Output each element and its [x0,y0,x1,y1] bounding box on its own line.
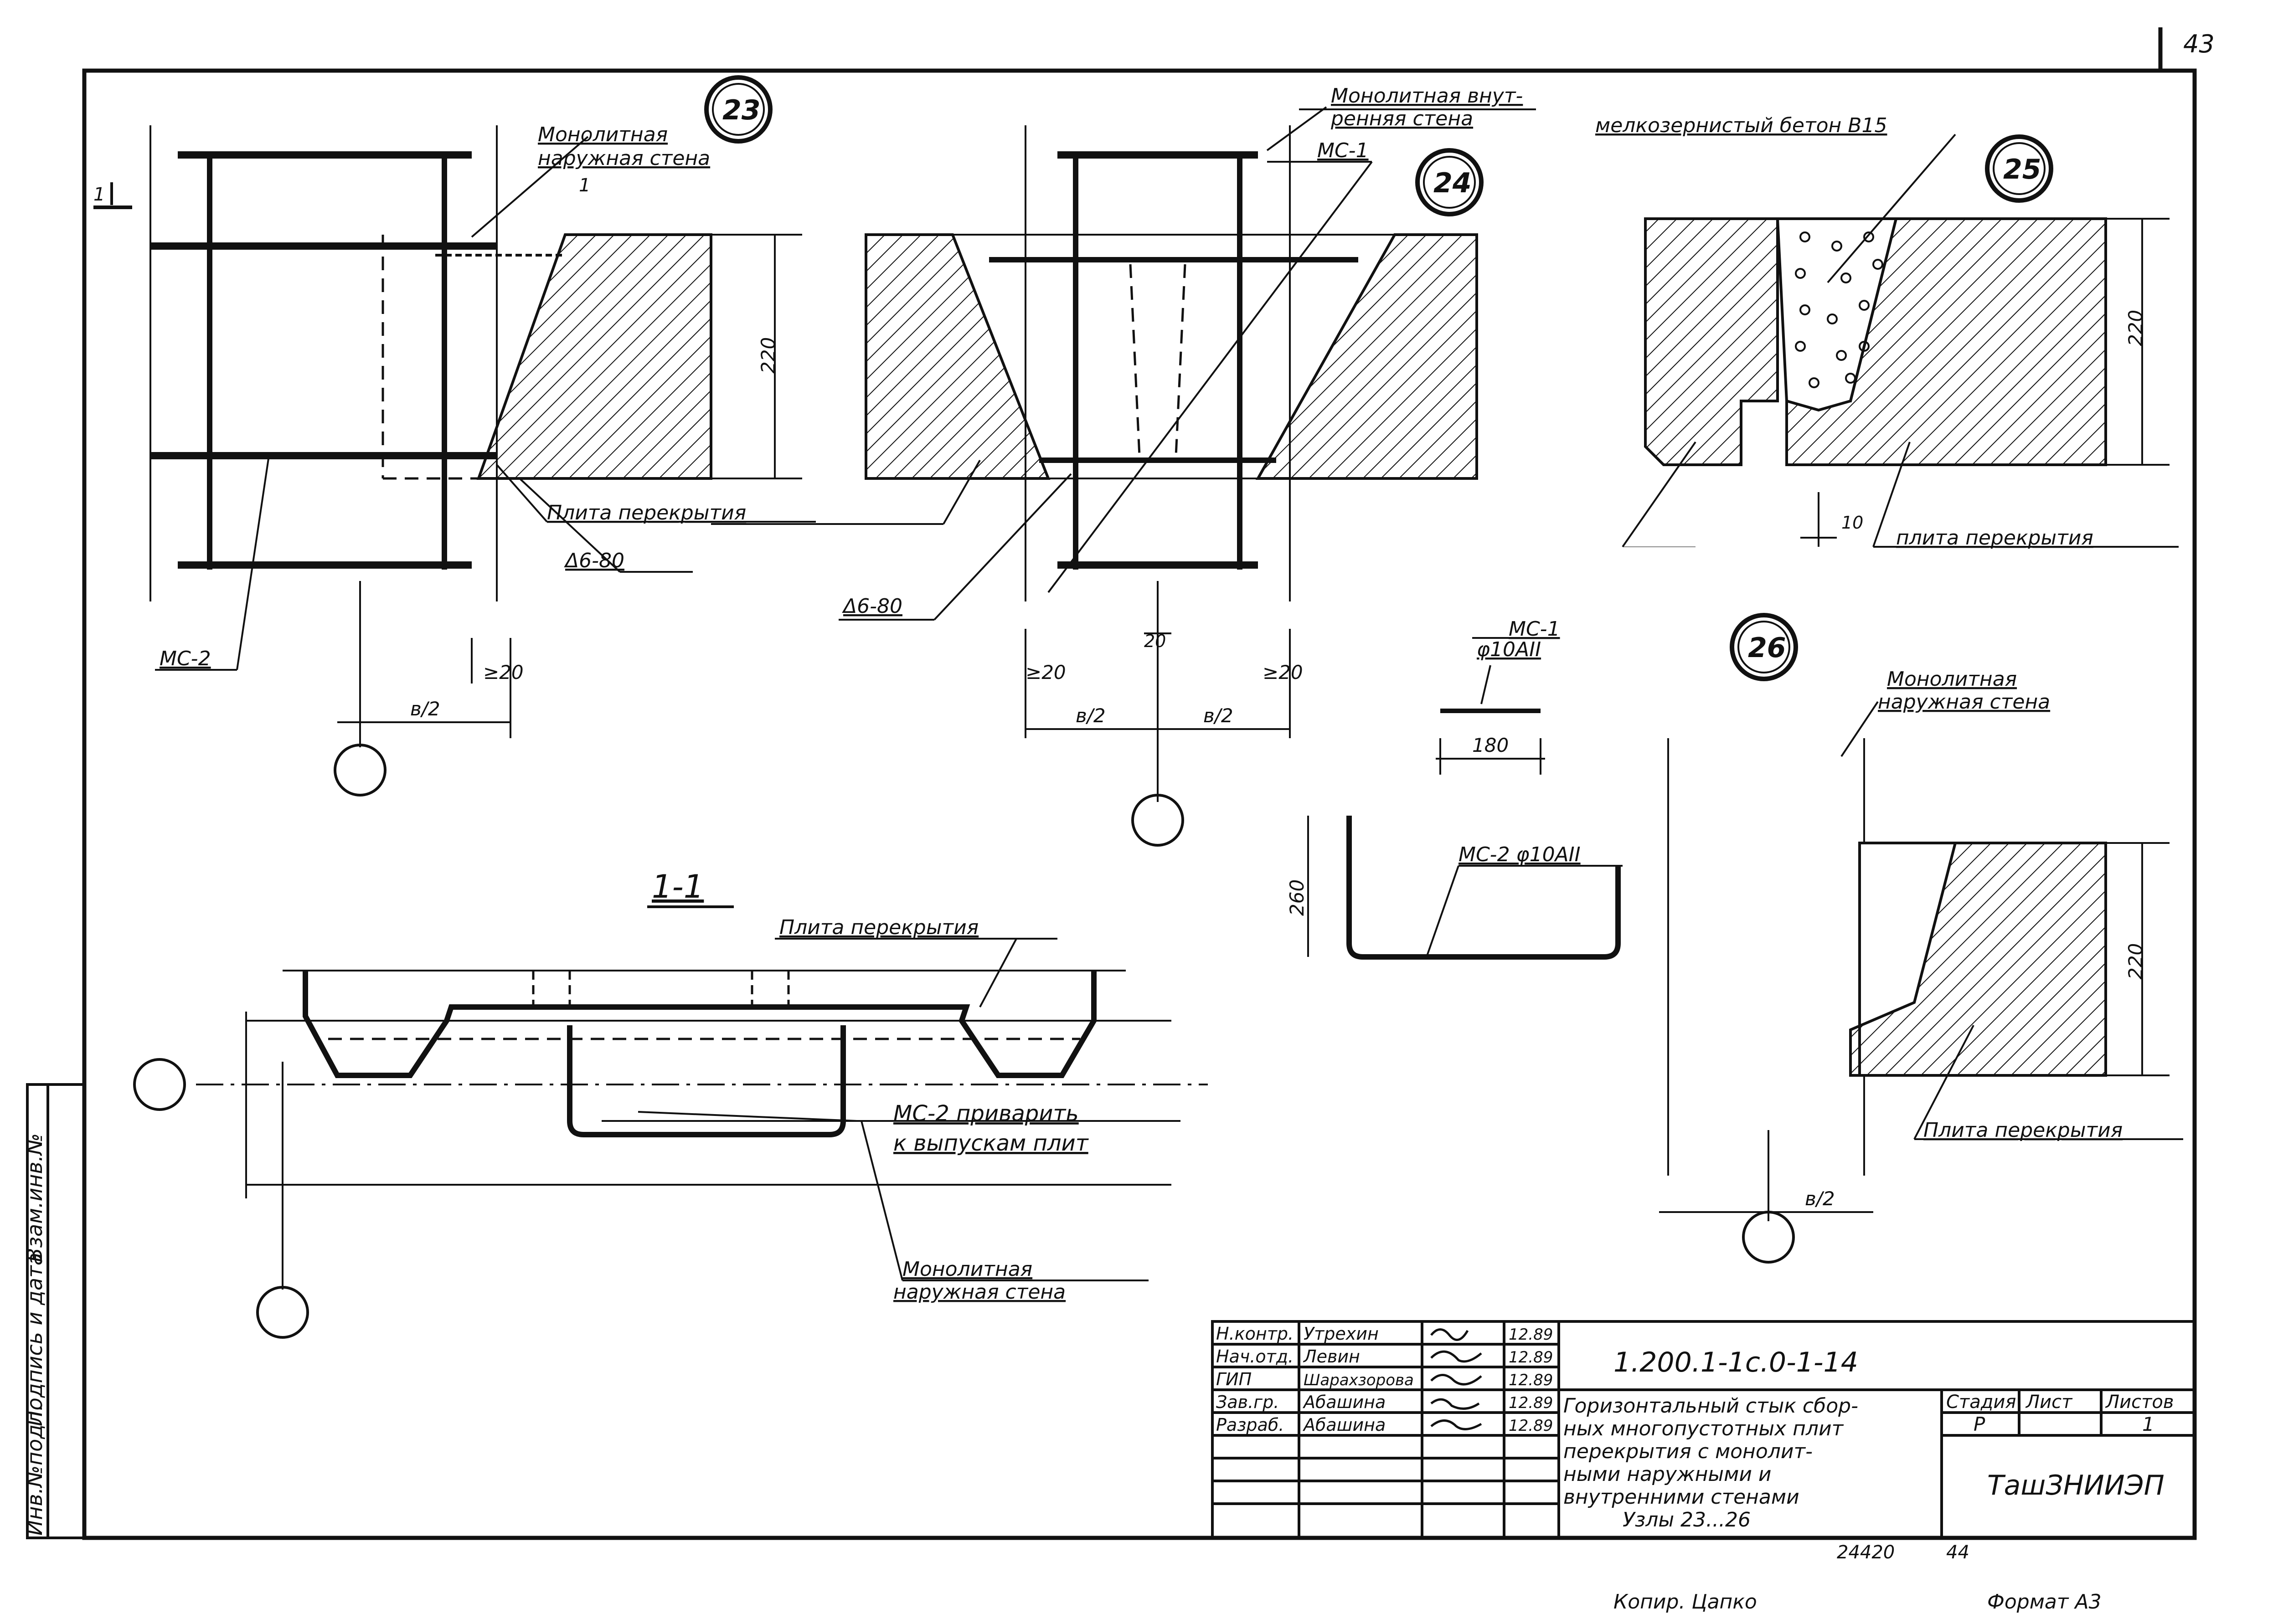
fine-concrete-aggregate [1795,231,1883,388]
description-line: ных многопустотных плит [1563,1417,1844,1440]
stamp-row-1: Н.контр. Утрехин 12.89 [1216,1324,1553,1344]
stage-value: Р [1974,1413,1985,1435]
node-23-wall-label-2: наружная стена [538,147,710,170]
node-24-ms1-label: МС-1 [1317,139,1369,162]
node-25-number: 25 [2003,154,2041,185]
node-25-drawing [1622,134,2179,548]
side-stamp-sign: Подпись и дата [22,1253,47,1426]
stamp-role: Разраб. [1216,1415,1284,1435]
node-26-wall-label-2: наружная стена [1878,690,2050,714]
organization-name: ТашЗНИИЭП [1987,1470,2165,1501]
node-24-dim-20: 20 [1144,631,1166,651]
description-line: перекрытия с монолит- [1563,1440,1813,1463]
node-23-drawing [93,75,816,797]
node-23-slab-label: Плита перекрытия [547,501,746,524]
node-24-wall-label-2: ренняя стена [1330,107,1473,130]
stamp-date: 12.89 [1509,1326,1553,1344]
node-23-dim-220: 220 [757,337,779,374]
node-25-slab-label: плита перекрытия [1896,526,2093,550]
page-number: 43 [2183,30,2215,58]
ms2-dim-260: 260 [1286,879,1308,916]
drawing-description: Горизонтальный стык сбор- ных многопусто… [1563,1394,1858,1531]
stamp-name: Абашина [1302,1392,1386,1412]
drawing-frame [82,27,2197,1540]
node-24-dim-20-right: ≥20 [1263,661,1303,684]
stamp-role: Н.контр. [1216,1324,1294,1344]
stamp-date: 12.89 [1509,1394,1553,1412]
sheet-header: Лист [2025,1392,2073,1413]
node-24-number: 24 [1433,167,1472,199]
fine-concrete-label: мелкозернистый бетон В15 [1595,114,1887,137]
node-23-d6-80-label: Δ6-80 [564,549,624,572]
node-25-dim-220: 220 [2124,310,2147,346]
stamp-date: 12.89 [1509,1417,1553,1435]
ms2-weld-label-2: к выпускам плит [893,1131,1089,1156]
stage-header: Стадия [1946,1392,2016,1413]
node-25-dim-10: 10 [1841,513,1863,533]
ms1-spec-label-2: φ10АII [1477,638,1541,661]
section-mark-1a: 1 [93,184,105,205]
sheets-value: 1 [2142,1413,2154,1435]
stamp-name: Левин [1303,1346,1360,1367]
node-23-dim-b2: в/2 [410,698,440,720]
ms2-spec-label: МС-2 φ10АII [1459,843,1581,866]
node-24-dim-20-left: ≥20 [1026,661,1066,684]
signature-scribbles [1430,1328,1482,1430]
section-1-1-drawing [133,905,1208,1339]
node-26-wall-label-1: Монолитная [1887,668,2017,691]
stamp-role: ГИП [1216,1369,1252,1389]
node-24-wall-label-1: Монолитная внут- [1331,84,1523,108]
copied-by: Копир. Цапко [1613,1590,1757,1614]
sheets-header: Листов [2105,1392,2174,1413]
ms1-spec-label-1: МС-1 [1509,617,1560,641]
section-1-1-wall-label-1: Монолитная [902,1258,1032,1281]
side-stamp-inv: Инв.№подл. [22,1404,47,1536]
node-24-d6-80-label: Δ6-80 [842,595,902,618]
format-label: Формат А3 [1987,1590,2102,1614]
stamp-date: 12.89 [1509,1371,1553,1389]
title-block-grid [1211,1320,2196,1539]
description-line: Горизонтальный стык сбор- [1563,1394,1858,1418]
node-24-dim-b2-right: в/2 [1203,704,1233,727]
stamp-name: Утрехин [1304,1324,1379,1344]
ms2-weld-label-1: МС-2 приварить [893,1101,1079,1126]
description-line: Узлы 23...26 [1623,1508,1751,1531]
node-26-drawing [1659,613,2183,1264]
node-24-drawing [711,106,1536,847]
section-1-1-wall-label-2: наружная стена [893,1280,1066,1304]
stamp-name: Абашина [1302,1415,1386,1435]
node-26-dim-b2: в/2 [1805,1187,1835,1210]
rebar-specs [1307,637,1623,960]
stamp-date: 12.89 [1509,1348,1553,1367]
node-24-dim-b2-left: в/2 [1076,704,1106,727]
section-1-1-slab-label: Плита перекрытия [779,916,979,939]
node-26-dim-220: 220 [2124,943,2147,980]
node-23-number: 23 [722,94,761,126]
ms2-left-label: МС-2 [160,647,211,670]
footer-number: 44 [1946,1542,1969,1563]
document-code: 1.200.1-1с.0-1-14 [1613,1346,1858,1378]
stamp-name: Шарахзорова [1304,1371,1414,1389]
side-stamp-replace: Взам.инв.№ [22,1133,47,1262]
ms1-dim-180: 180 [1472,734,1509,756]
section-mark-1b: 1 [579,175,590,196]
description-line: внутренними стенами [1563,1485,1799,1509]
node-26-slab-label: Плита перекрытия [1923,1119,2123,1142]
inventory-number: 24420 [1837,1542,1895,1563]
stamp-role: Нач.отд. [1216,1346,1294,1367]
side-stamp [26,1083,86,1539]
description-line: ными наружными и [1563,1463,1772,1486]
stamp-row-4: Зав.гр. Абашина 12.89 [1216,1392,1553,1412]
stamp-row-2: Нач.отд. Левин 12.89 [1216,1346,1553,1367]
node-26-number: 26 [1748,632,1786,664]
node-23-wall-label-1: Монолитная [538,123,668,146]
stamp-row-5: Разраб. Абашина 12.89 [1216,1415,1553,1435]
stamp-role: Зав.гр. [1216,1392,1279,1412]
stamp-row-3: ГИП Шарахзорова 12.89 [1216,1369,1553,1389]
node-23-dim-20: ≥20 [483,661,524,684]
section-1-1-title: 1-1 [652,868,704,905]
